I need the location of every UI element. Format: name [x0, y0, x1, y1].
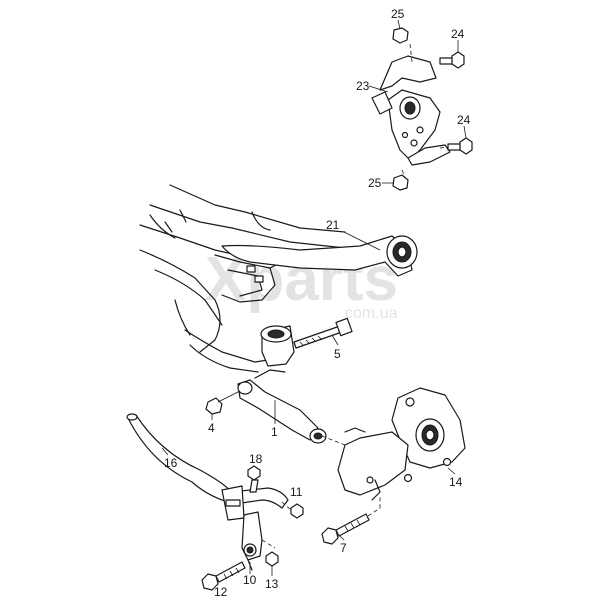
- nut-13: [265, 551, 279, 567]
- lower-control-arm: [237, 369, 327, 444]
- stabilizer-bar: [126, 413, 289, 521]
- watermark-sub: com.ua: [345, 305, 398, 322]
- callout-21: 21: [326, 218, 340, 232]
- bolt-18: [247, 465, 261, 493]
- wheel-carrier: [321, 387, 466, 501]
- callout-23: 23: [356, 79, 370, 93]
- callout-24-mid: 24: [457, 113, 471, 127]
- callout-25-top: 25: [391, 7, 405, 21]
- callout-11: 11: [290, 485, 303, 499]
- callout-24-top: 24: [451, 27, 465, 41]
- bolt-24-mid: [447, 137, 473, 155]
- callout-10: 10: [243, 573, 257, 587]
- bolt-12: [201, 561, 246, 591]
- callout-labels: 25 24 23 24 25 21 5 4 1 16 18 11 14 7 10…: [164, 7, 471, 599]
- callout-5: 5: [334, 347, 341, 361]
- callout-13: 13: [265, 577, 279, 591]
- callout-4: 4: [208, 421, 215, 435]
- callout-1: 1: [271, 425, 278, 439]
- arm-bushing: [260, 317, 353, 367]
- callout-16: 16: [164, 456, 178, 470]
- bolt-24-top: [439, 51, 465, 69]
- nut-11: [281, 501, 304, 519]
- bolt-25-bottom: [392, 174, 409, 191]
- leader-lines: [161, 40, 467, 576]
- bolt-7: [321, 495, 381, 545]
- callout-18: 18: [249, 452, 263, 466]
- callout-7: 7: [340, 541, 347, 555]
- bolt-25-top: [392, 19, 409, 44]
- upper-control-arm: [221, 235, 418, 277]
- link-bracket: [371, 43, 459, 181]
- stabilizer-link: [241, 511, 276, 571]
- bolt-4: [205, 390, 241, 415]
- callout-25-bottom: 25: [368, 176, 382, 190]
- callout-14: 14: [449, 475, 463, 489]
- subframe: [139, 184, 346, 373]
- callout-12: 12: [214, 585, 228, 599]
